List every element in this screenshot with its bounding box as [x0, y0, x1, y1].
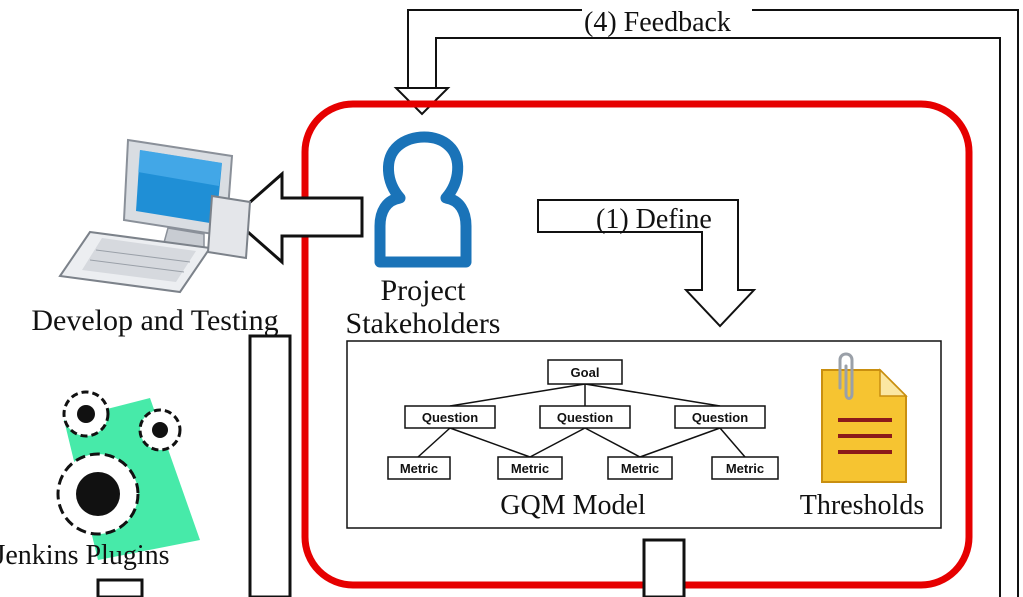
process-boundary — [301, 100, 973, 589]
connector-bar-gqm — [642, 538, 686, 597]
goal-label: Goal — [571, 365, 600, 380]
metric-label: Metric — [400, 461, 438, 476]
feedback-label: (4) Feedback — [584, 7, 731, 38]
connector-bar-plugins — [96, 578, 144, 597]
computer-icon — [58, 138, 252, 294]
metric-box — [497, 456, 563, 480]
connector-bar-left — [248, 334, 292, 597]
gqm-tree-connectors — [417, 383, 746, 458]
metric-box — [711, 456, 779, 480]
document-icon — [821, 352, 908, 483]
goal-box — [547, 359, 623, 385]
metric-box — [607, 456, 673, 480]
define-label: (1) Define — [596, 204, 712, 235]
question-label: Question — [422, 410, 478, 425]
question-box — [539, 405, 631, 429]
question-label: Question — [557, 410, 613, 425]
stakeholders-label-line2: Stakeholders — [346, 307, 501, 340]
define-arrow — [537, 199, 757, 328]
stakeholders-label-line1: Project — [381, 274, 467, 307]
metric-label: Metric — [726, 461, 764, 476]
metric-label: Metric — [621, 461, 659, 476]
question-box — [674, 405, 766, 429]
metric-label: Metric — [511, 461, 549, 476]
thresholds-label: Thresholds — [800, 490, 924, 521]
jenkins-plugins-label: Jenkins Plugins — [0, 540, 170, 571]
develop-testing-label: Develop and Testing — [31, 304, 278, 337]
gears-icon — [56, 390, 200, 560]
gqm-model-label: GQM Model — [500, 490, 646, 521]
deliver-arrow — [229, 170, 364, 266]
person-icon — [374, 131, 472, 268]
metric-box — [387, 456, 451, 480]
question-box — [404, 405, 496, 429]
question-label: Question — [692, 410, 748, 425]
